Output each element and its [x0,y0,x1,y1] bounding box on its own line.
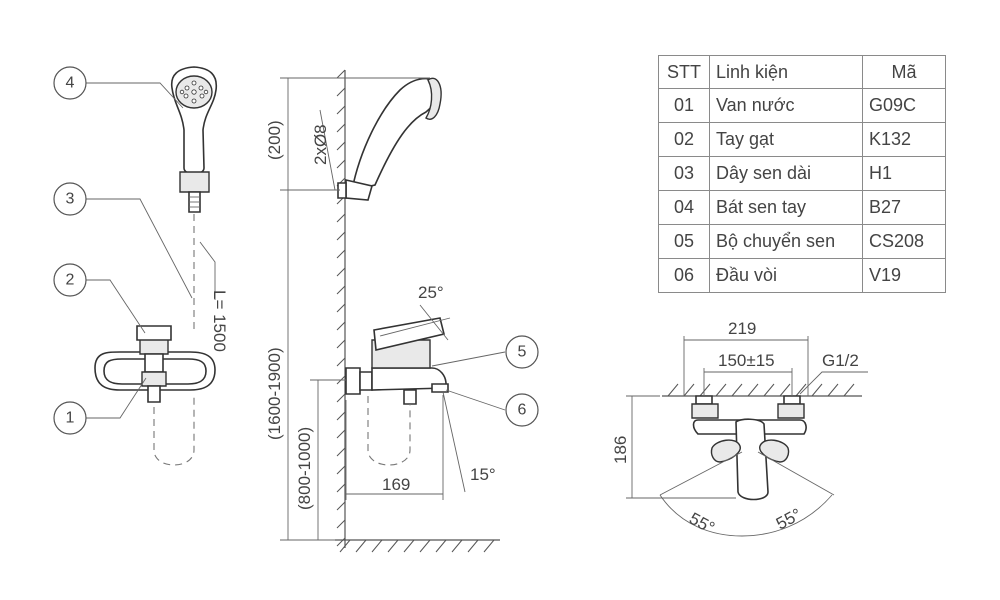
dim-219: 219 [728,319,756,338]
header-component: Linh kiện [709,55,863,89]
header-code: Mã [862,55,946,89]
cell-stt: 06 [658,258,710,293]
front-view [86,66,218,466]
callout-2: 2 [53,263,87,297]
dim-169: 169 [382,475,410,494]
parts-table: STT Linh kiện Mã 01 Van nước G09C 02 Tay… [658,55,946,293]
svg-text:2: 2 [66,272,75,289]
cell-component: Van nước [709,88,863,123]
cell-component: Tay gạt [709,122,863,157]
thread-g12: G1/2 [822,351,859,370]
hand-shower-head [170,66,218,213]
svg-text:1: 1 [66,410,75,427]
cell-code: CS208 [862,224,946,259]
svg-text:5: 5 [518,344,527,361]
dim-200: (200) [265,120,284,160]
svg-text:3: 3 [66,191,75,208]
cell-component: Đầu vòi [709,258,863,293]
table-row: 01 Van nước G09C [658,88,946,123]
cell-code: V19 [862,258,946,293]
callout-6: 6 [505,393,539,427]
cell-stt: 03 [658,156,710,191]
table-header-row: STT Linh kiện Mã [658,55,946,89]
wall-hatch [336,69,346,547]
floor-hatch [339,539,495,553]
mixer-valve [94,325,216,403]
dim-2x08: 2xØ8 [311,124,330,165]
dim-800-1000: (800-1000) [295,427,314,510]
dim-186: 186 [611,436,630,464]
cell-code: K132 [862,122,946,157]
cell-code: B27 [862,190,946,225]
callout-3: 3 [53,182,87,216]
cell-stt: 02 [658,122,710,157]
table-row: 04 Bát sen tay B27 [658,190,946,225]
cell-stt: 04 [658,190,710,225]
angle-25: 25° [418,283,444,302]
table-row: 02 Tay gạt K132 [658,122,946,157]
callout-1: 1 [53,401,87,435]
callout-4: 4 [53,66,87,100]
svg-text:4: 4 [66,75,75,92]
table-row: 06 Đầu vòi V19 [658,258,946,293]
table-row: 05 Bộ chuyển sen CS208 [658,224,946,259]
cell-code: G09C [862,88,946,123]
angle-15: 15° [470,465,496,484]
cell-component: Bát sen tay [709,190,863,225]
cell-stt: 01 [658,88,710,123]
cell-stt: 05 [658,224,710,259]
callout-5: 5 [505,335,539,369]
angle-55-left: 55° [686,509,718,538]
cell-component: Dây sen dài [709,156,863,191]
cell-component: Bộ chuyển sen [709,224,863,259]
bottom-view [626,336,868,537]
dim-150: 150±15 [718,351,775,370]
svg-text:6: 6 [518,402,527,419]
table-row: 03 Dây sen dài H1 [658,156,946,191]
hose-length-label: L= 1500 [210,290,229,352]
dim-1600-1900: (1600-1900) [265,347,284,440]
cell-code: H1 [862,156,946,191]
header-stt: STT [658,55,710,89]
side-view [280,69,506,553]
angle-55-right: 55° [773,505,805,534]
